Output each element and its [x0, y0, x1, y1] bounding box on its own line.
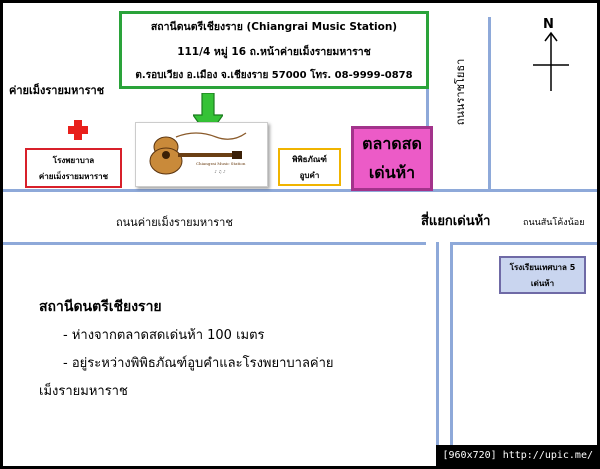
intersection-label: สี่แยกเด่นห้า: [421, 214, 491, 229]
road-main-label: ถนนค่ายเม็งรายมหาราช: [116, 216, 233, 229]
shop-logo-text: Chiangrai Music Station: [196, 161, 246, 166]
market-line-2: เด่นห้า: [368, 162, 416, 182]
shop-name: สถานีดนตรีเชียงราย (Chiangrai Music Stat…: [150, 20, 398, 33]
market-line-1: ตลาดสด: [362, 133, 422, 153]
info-bullet-1: - ห่างจากตลาดสดเด่นห้า 100 เมตร: [63, 328, 265, 343]
header-address-box: สถานีดนตรีเชียงราย (Chiangrai Music Stat…: [119, 11, 429, 89]
info-bullet-2-continued: เม็งรายมหาราช: [39, 384, 128, 399]
school-line-1: โรงเรียนเทศบาล 5: [509, 262, 576, 272]
address-line-1: 111/4 หมู่ 16 ถ.หน้าค่ายเม็งรายมหาราช: [177, 45, 371, 58]
road-vertical-left-bottom: [436, 242, 439, 466]
north-label: N: [543, 17, 554, 32]
watermark: [960x720] http://upic.me/: [436, 445, 597, 466]
museum-box: พิพิธภัณฑ์ อูบคำ: [278, 148, 341, 186]
guitar-logo-icon: ♪ ♫ ♪: [149, 132, 247, 175]
hospital-line-2: ค่ายเม็งรายมหาราช: [38, 171, 109, 181]
hospital-cross-icon: [68, 120, 88, 140]
school-box: โรงเรียนเทศบาล 5 เด่นห้า: [499, 256, 586, 294]
road-main-bottom-edge: [3, 242, 426, 245]
hospital-box: โรงพยาบาล ค่ายเม็งรายมหาราช: [25, 148, 122, 188]
info-bullet-2: - อยู่ระหว่างพิพิธภัณฑ์อูบคำและโรงพยาบาล…: [63, 356, 334, 371]
museum-line-2: อูบคำ: [299, 170, 320, 180]
hospital-line-1: โรงพยาบาล: [52, 155, 95, 165]
address-line-2: ต.รอบเวียง อ.เมือง จ.เชียงราย 57000 โทร.…: [135, 69, 413, 81]
svg-text:♪ ♫ ♪: ♪ ♫ ♪: [214, 169, 226, 174]
museum-line-1: พิพิธภัณฑ์: [292, 154, 327, 164]
road-main-bottom-edge-right: [450, 242, 597, 245]
info-title: สถานีดนตรีเชียงราย: [39, 299, 162, 315]
market-box: ตลาดสด เด่นห้า: [351, 126, 433, 191]
road-right-vertical-label: ถนนราชโยธา: [454, 58, 467, 126]
road-far-right-label: ถนนสันโค้งน้อย: [523, 218, 585, 228]
road-vertical-left-top: [426, 17, 429, 191]
road-main-top-edge: [3, 189, 597, 192]
map-canvas: สถานีดนตรีเชียงราย (Chiangrai Music Stat…: [3, 3, 597, 466]
north-arrow: N: [531, 17, 571, 93]
road-vertical-right-bottom: [450, 242, 453, 466]
school-line-2: เด่นห้า: [530, 278, 555, 288]
shop-logo-box: ♪ ♫ ♪ Chiangrai Music Station: [135, 122, 268, 187]
compass-icon: [533, 31, 569, 91]
road-vertical-right-top: [488, 17, 491, 191]
camp-label: ค่ายเม็งรายมหาราช: [9, 84, 105, 97]
